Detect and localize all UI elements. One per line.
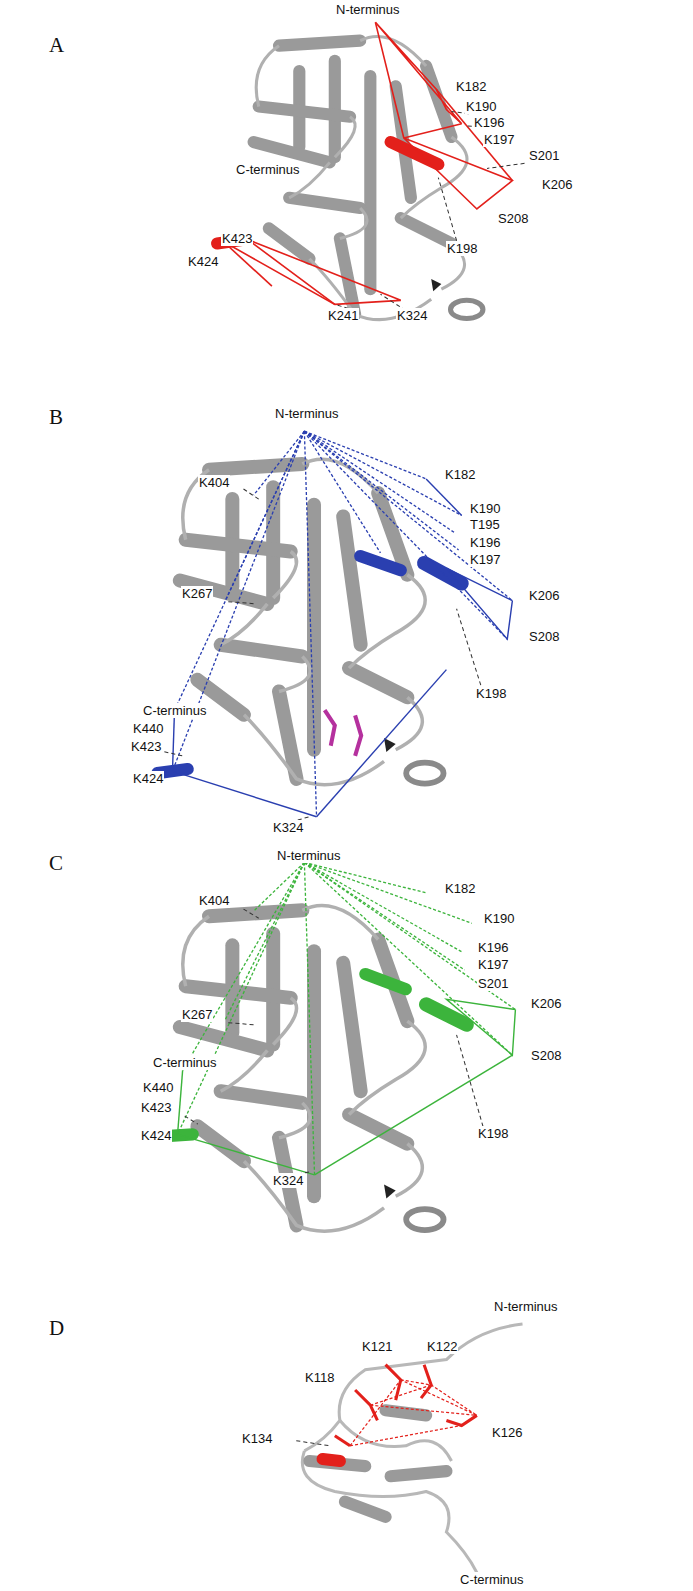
residue-label: K198	[446, 241, 478, 256]
terminus-label: N-terminus	[335, 2, 401, 17]
residue-label: K267	[181, 586, 213, 601]
terminus-label: C-terminus	[235, 162, 301, 177]
residue-label: S208	[528, 629, 560, 644]
terminus-label: C-terminus	[152, 1055, 218, 1070]
residue-label: K190	[465, 99, 497, 114]
terminus-label: C-terminus	[459, 1572, 525, 1587]
residue-label: K196	[477, 940, 509, 955]
panel-letter: C	[48, 852, 64, 874]
residue-label: T195	[469, 517, 501, 532]
terminus-label: N-terminus	[274, 406, 340, 421]
residue-label: K126	[491, 1425, 523, 1440]
residue-label: K423	[221, 231, 253, 246]
residue-label: K121	[361, 1339, 393, 1354]
residue-label: K197	[469, 552, 501, 567]
residue-label: K197	[477, 957, 509, 972]
residue-label: K196	[469, 535, 501, 550]
residue-label: K206	[528, 588, 560, 603]
residue-label: K324	[396, 308, 428, 323]
residue-label: S201	[477, 976, 509, 991]
residue-label: K196	[473, 115, 505, 130]
residue-label: S208	[530, 1048, 562, 1063]
residue-label: S208	[497, 211, 529, 226]
residue-label: K190	[469, 501, 501, 516]
residue-label: K423	[140, 1100, 172, 1115]
residue-label: K404	[198, 475, 230, 490]
residue-label: K198	[477, 1126, 509, 1141]
residue-label: K182	[444, 881, 476, 896]
residue-label: K206	[541, 177, 573, 192]
residue-label: K424	[187, 254, 219, 269]
residue-label: K122	[426, 1339, 458, 1354]
residue-label: K440	[132, 721, 164, 736]
residue-label: K267	[181, 1007, 213, 1022]
residue-label: K404	[198, 893, 230, 908]
terminus-label: N-terminus	[493, 1299, 559, 1314]
residue-label: K440	[142, 1080, 174, 1095]
residue-label: K324	[272, 1173, 304, 1188]
residue-label: K423	[130, 739, 162, 754]
residue-label: K182	[455, 79, 487, 94]
panel-letter: B	[48, 406, 64, 428]
residue-label: S201	[528, 148, 560, 163]
residue-label: K324	[272, 820, 304, 835]
residue-label: K182	[444, 467, 476, 482]
residue-label: K424	[132, 771, 164, 786]
residue-label: K118	[304, 1370, 335, 1385]
residue-label: K198	[475, 686, 507, 701]
residue-label: K190	[483, 911, 515, 926]
residue-label: K197	[483, 132, 515, 147]
residue-label: K134	[241, 1431, 273, 1446]
residue-label: K241	[327, 308, 359, 323]
panel-letter: A	[48, 34, 65, 56]
panel-letter: D	[48, 1317, 65, 1339]
residue-label: K206	[530, 996, 562, 1011]
terminus-label: N-terminus	[276, 848, 342, 863]
terminus-label: C-terminus	[142, 703, 208, 718]
residue-label: K424	[140, 1128, 172, 1143]
